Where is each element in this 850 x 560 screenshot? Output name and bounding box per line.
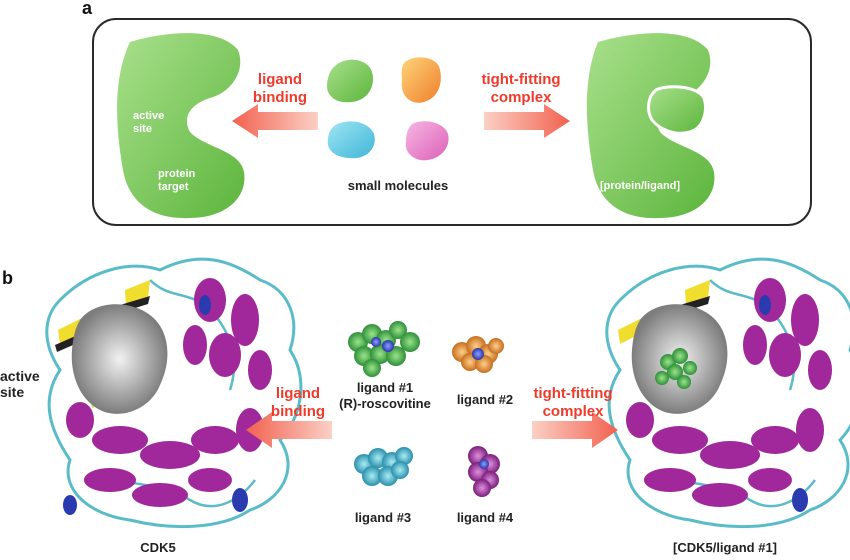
- small-molecule-cyan: [327, 121, 375, 159]
- complex-protein-shape: [586, 33, 715, 219]
- panel-b-label: b: [2, 268, 13, 288]
- panel-a-active-site-label: active site: [133, 110, 165, 135]
- ligand-1-accent: [371, 337, 394, 352]
- cdk5-ligand-complex-label: [CDK5/ligand #1]: [672, 540, 777, 555]
- panel-a-ligand-binding-label: ligand binding: [252, 71, 308, 106]
- small-molecule-pink: [405, 121, 449, 161]
- cdk5-surface: [71, 304, 168, 414]
- complex-blue-coils: [759, 295, 808, 512]
- panel-b-active-site-label: active site: [0, 368, 40, 400]
- cdk5-blue-coils: [63, 295, 248, 515]
- panel-a-tight-fitting-label: tight-fitting complex: [481, 71, 561, 106]
- panel-b-ligand-binding-label: ligand binding: [270, 385, 326, 420]
- ligand-3-label: ligand #3: [354, 510, 412, 525]
- ligand-4-accent: [479, 459, 489, 469]
- ligand-4-model: [468, 446, 500, 497]
- ligand-1-label: ligand #1 (R)-roscovitine: [339, 380, 431, 411]
- complex-helices: [626, 278, 832, 507]
- panel-a-label: a: [82, 0, 93, 18]
- cdk5-helices: [66, 278, 272, 507]
- ligand-3-model: [354, 447, 413, 486]
- panel-a-protein-target-label: protein target: [158, 168, 196, 193]
- ligand-4-label: ligand #4: [456, 510, 514, 525]
- complex-ligand-shape: [647, 85, 707, 135]
- small-molecules-label: small molecules: [347, 178, 449, 193]
- cdk5-label: CDK5: [140, 540, 176, 555]
- complex-bound-ligand: [655, 348, 697, 389]
- tight-fitting-arrow-a: [484, 104, 570, 138]
- small-molecule-green: [326, 59, 374, 103]
- ligand-2-label: ligand #2: [456, 392, 514, 407]
- tight-fitting-arrow-b: [532, 412, 618, 448]
- ligand-binding-arrow-a: [232, 104, 318, 138]
- protein-target-shape: [117, 33, 245, 219]
- panel-a-frame: [92, 18, 812, 226]
- ligand-binding-arrow-b: [246, 412, 332, 448]
- small-molecule-orange: [401, 57, 441, 103]
- panel-b-tight-fitting-label: tight-fitting complex: [533, 385, 613, 420]
- protein-ligand-complex-label: [protein/ligand]: [600, 180, 681, 192]
- ligand-2-accent: [472, 348, 484, 360]
